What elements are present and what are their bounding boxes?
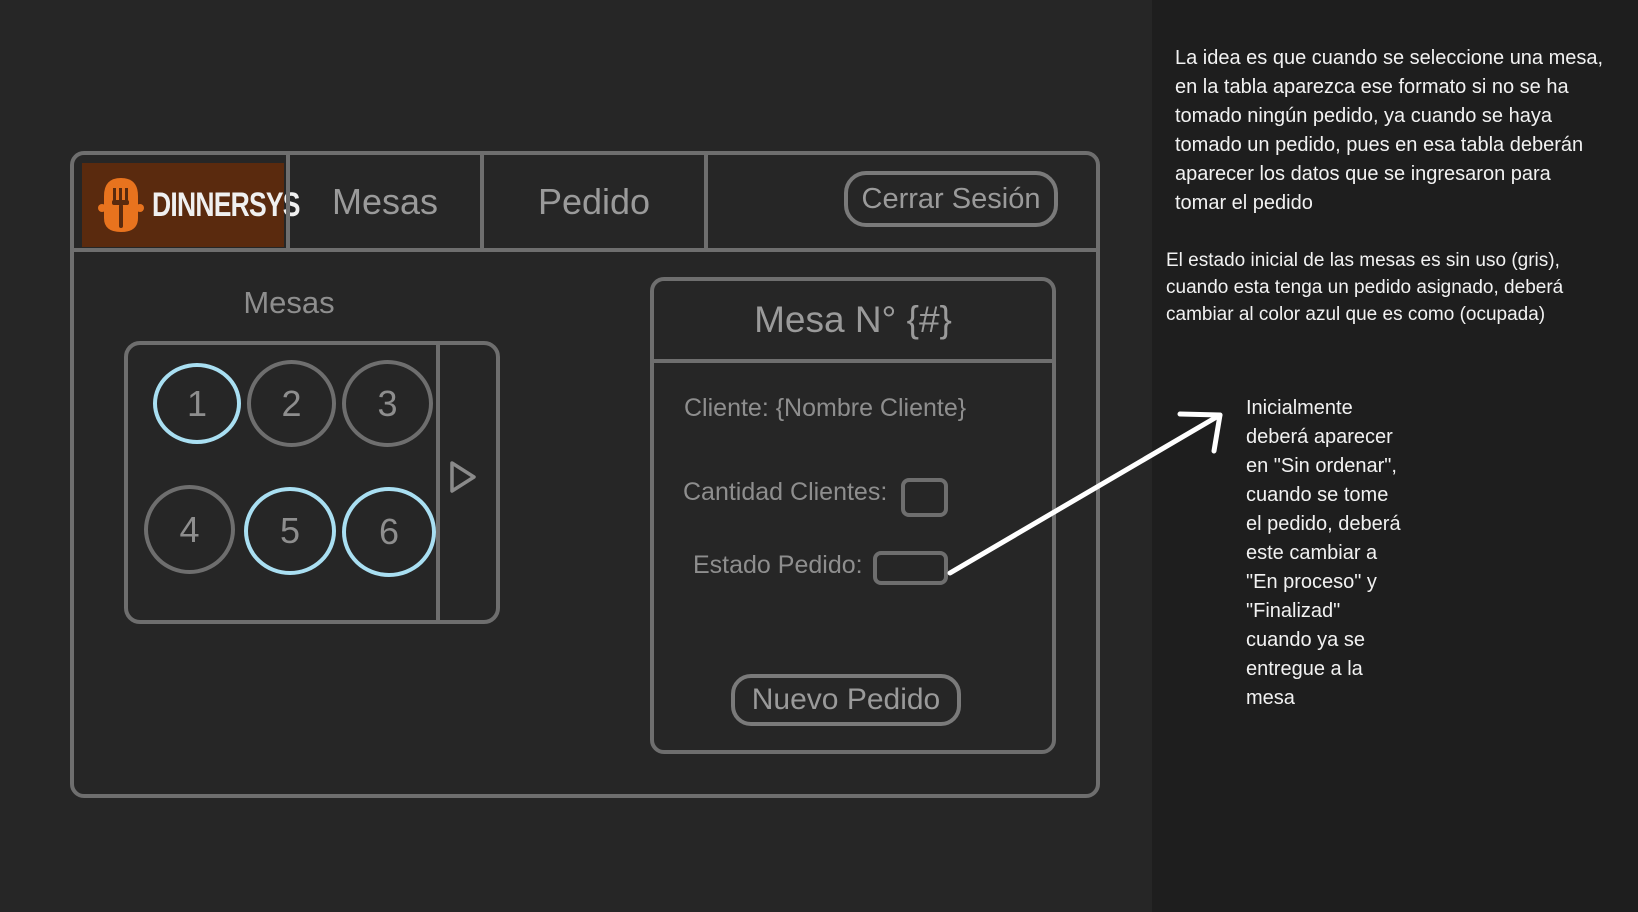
table-detail-title: Mesa N° {#} <box>654 281 1052 363</box>
client-count-label: Cantidad Clientes: <box>683 478 888 506</box>
play-triangle-icon[interactable] <box>448 460 478 494</box>
note-table-selection: La idea es que cuando se seleccione una … <box>1175 47 1604 214</box>
client-label: Cliente: {Nombre Cliente} <box>684 394 967 422</box>
logo[interactable]: DINNERSYS <box>82 163 300 247</box>
new-order-button[interactable]: Nuevo Pedido <box>731 674 961 726</box>
tab-pedido[interactable]: Pedido <box>537 180 651 222</box>
order-status-label: Estado Pedido: <box>693 551 863 579</box>
tables-title: Mesas <box>243 285 335 320</box>
notes-panel <box>1152 0 1638 912</box>
nav-divider <box>480 155 484 248</box>
order-status-field[interactable] <box>873 551 948 585</box>
table-4-button[interactable]: 4 <box>144 485 235 574</box>
table-5-button[interactable]: 5 <box>244 487 336 575</box>
tables-scroll-divider <box>436 342 440 623</box>
restaurant-logo-icon <box>98 174 144 236</box>
logo-text: DINNERSYS <box>152 185 300 224</box>
tab-mesas[interactable]: Mesas <box>331 180 439 222</box>
nav-divider <box>704 155 708 248</box>
app-window: DINNERSYS Mesas Pedido Cerrar Sesión Mes… <box>70 151 1100 798</box>
table-6-button[interactable]: 6 <box>342 487 436 577</box>
table-3-button[interactable]: 3 <box>342 360 433 447</box>
nav-divider <box>286 155 290 248</box>
note-table-status: El estado inicial de las mesas es sin us… <box>1166 250 1564 325</box>
top-nav: DINNERSYS Mesas Pedido Cerrar Sesión <box>74 155 1096 252</box>
tables-grid <box>124 341 500 624</box>
note-order-status: Inicialmente deberá aparecer en "Sin ord… <box>1246 397 1401 709</box>
table-1-button[interactable]: 1 <box>153 363 241 444</box>
client-count-field[interactable] <box>901 478 948 517</box>
table-2-button[interactable]: 2 <box>247 360 336 447</box>
table-detail-card: Mesa N° {#} Cliente: {Nombre Cliente} Ca… <box>650 277 1056 754</box>
logout-button[interactable]: Cerrar Sesión <box>844 171 1058 227</box>
